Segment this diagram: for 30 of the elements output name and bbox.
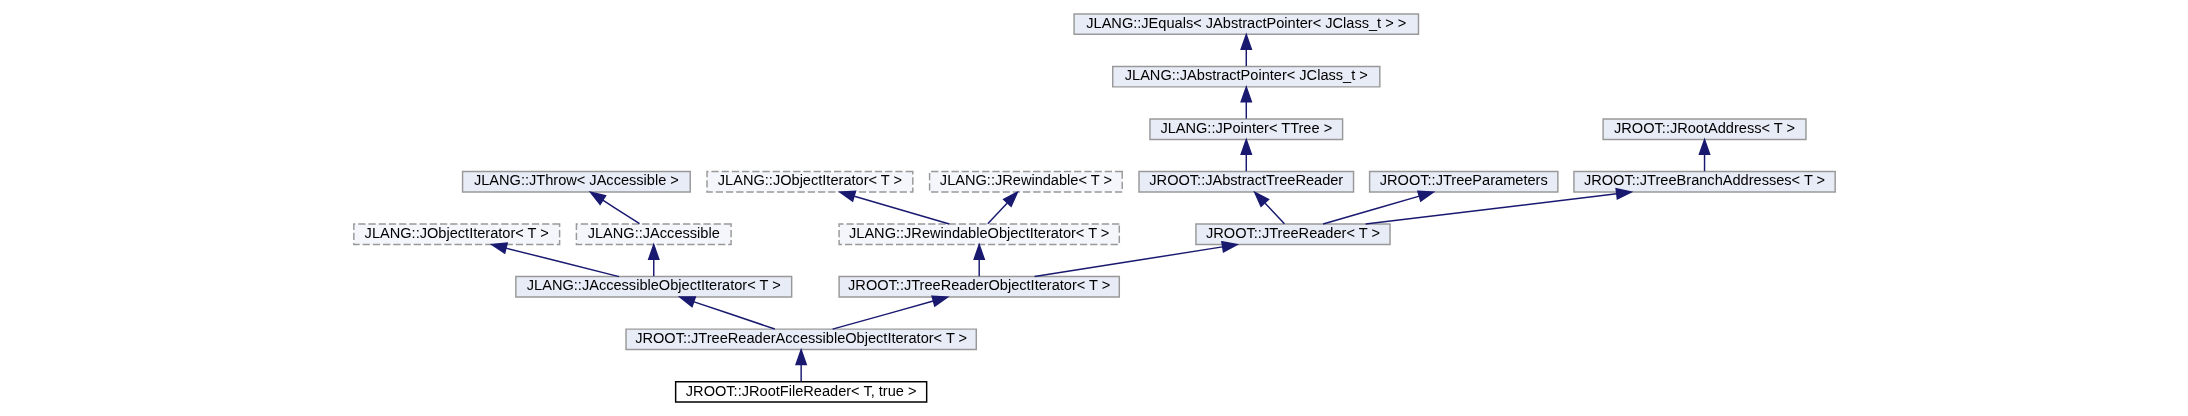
node-box: JROOT::JRootAddress< T > — [1601, 118, 1807, 141]
arrow — [1252, 190, 1285, 225]
node-box: JLANG::JEquals< JAbstractPointer< JClass_t > > — [1072, 13, 1419, 36]
arrow — [831, 295, 950, 330]
node-box: JLANG::JPointer< TTree > — [1148, 118, 1343, 141]
node-box: JROOT::JTreeParameters — [1368, 170, 1559, 193]
arrow — [986, 190, 1019, 225]
arrow — [1321, 190, 1435, 225]
node-box: JLANG::JRewindable< T > — [928, 170, 1123, 193]
arrow — [588, 191, 640, 225]
arrow — [1033, 240, 1239, 278]
node-box: JLANG::JAbstractPointer< JClass_t > — [1111, 65, 1381, 88]
node-box: JROOT::JTreeReaderObjectIterator< T > — [837, 275, 1120, 298]
arrow — [677, 296, 776, 330]
node-box: JROOT::JAbstractTreeReader — [1137, 170, 1354, 193]
arrow — [794, 347, 807, 383]
node-box: JROOT::JTreeReaderAccessibleObjectIterator< T > — [624, 328, 977, 351]
arrow — [972, 242, 985, 277]
node-box: JLANG::JObjectIterator< T > — [705, 170, 914, 193]
node-box: JLANG::JRewindableObjectIterator< T > — [837, 223, 1120, 246]
node-box: JLANG::JObjectIterator< T > — [352, 223, 560, 246]
node-box: JROOT::JRootFileReader< T, true > — [674, 380, 927, 403]
node-box: JLANG::JAccessibleObjectIterator< T > — [514, 275, 792, 298]
node-box: JROOT::JTreeReader< T > — [1194, 223, 1391, 246]
arrow — [489, 242, 620, 278]
arrow — [837, 190, 950, 225]
arrow — [1364, 187, 1633, 225]
node-box: JLANG::JAccessible — [575, 223, 732, 246]
node-box: JLANG::JThrow< JAccessible > — [461, 170, 691, 193]
node-box: JROOT::JTreeBranchAddresses< T > — [1572, 170, 1836, 193]
